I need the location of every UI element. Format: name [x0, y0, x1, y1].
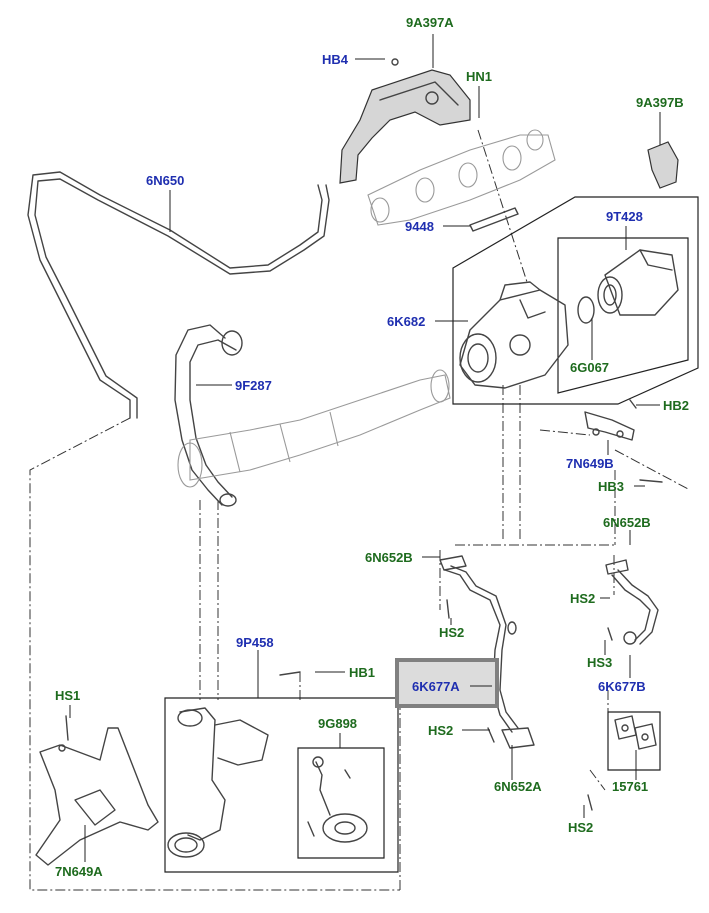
label-9p458: 9P458 [236, 635, 274, 650]
label-hs3: HS3 [587, 655, 612, 670]
label-6n652b-right: 6N652B [603, 515, 651, 530]
label-6k677b: 6K677B [598, 679, 646, 694]
label-6n652a: 6N652A [494, 779, 542, 794]
label-hb3: HB3 [598, 479, 624, 494]
label-hb2: HB2 [663, 398, 689, 413]
gasket-9448 [469, 207, 519, 232]
label-hb4: HB4 [322, 52, 349, 67]
oil-return-pipe-6k677b [605, 559, 659, 645]
part-labels: 9A397A HB4 HN1 9A397B 6N650 9448 9T428 6… [55, 15, 689, 879]
egr-valve-box [164, 697, 399, 873]
seal-ring-6g067 [577, 296, 595, 324]
label-9a397a: 9A397A [406, 15, 454, 30]
label-9f287: 9F287 [235, 378, 272, 393]
gaskets-15761 [587, 715, 657, 811]
actuator-9g898 [307, 756, 368, 843]
heat-shield-9a397a [339, 58, 471, 184]
label-6n650: 6N650 [146, 173, 184, 188]
gasket-box [607, 711, 661, 771]
catalytic-converter [177, 369, 451, 488]
label-7n649b: 7N649B [566, 456, 614, 471]
bracket-7n649a [35, 715, 159, 866]
label-hb1: HB1 [349, 665, 375, 680]
bracket-7n649b [584, 399, 663, 483]
turbocharger-6k682 [459, 281, 569, 389]
exhaust-manifold [367, 129, 556, 226]
label-7n649a: 7N649A [55, 864, 103, 879]
label-9a397b: 9A397B [636, 95, 684, 110]
label-6g067: 6G067 [570, 360, 609, 375]
component-boxes [164, 196, 699, 873]
assembly-lines [29, 129, 691, 891]
oil-feed-pipe-6k677a [439, 555, 535, 749]
label-9g898: 9G898 [318, 716, 357, 731]
coolant-hose-9f287 [174, 324, 243, 507]
egr-valve-9p458 [167, 671, 301, 858]
turbo-sub-box [557, 237, 689, 394]
label-hs2-a: HS2 [439, 625, 464, 640]
label-hs2-c: HS2 [428, 723, 453, 738]
label-hs2-b: HS2 [570, 591, 595, 606]
label-6k682: 6K682 [387, 314, 425, 329]
label-9t428: 9T428 [606, 209, 643, 224]
turbo-cartridge-9t428 [597, 249, 679, 316]
actuator-box [297, 747, 385, 859]
label-hs2-d: HS2 [568, 820, 593, 835]
leader-lines [69, 34, 661, 862]
label-9448: 9448 [405, 219, 434, 234]
label-6k677a: 6K677A [412, 679, 460, 694]
heat-shield-9a397b [647, 141, 679, 189]
label-6n652b-left: 6N652B [365, 550, 413, 565]
pipe-6n650 [27, 171, 330, 419]
turbocharger-box [452, 196, 699, 405]
label-hs1: HS1 [55, 688, 80, 703]
label-15761: 15761 [612, 779, 648, 794]
highlight-6k677a [395, 658, 499, 708]
label-hn1: HN1 [466, 69, 492, 84]
